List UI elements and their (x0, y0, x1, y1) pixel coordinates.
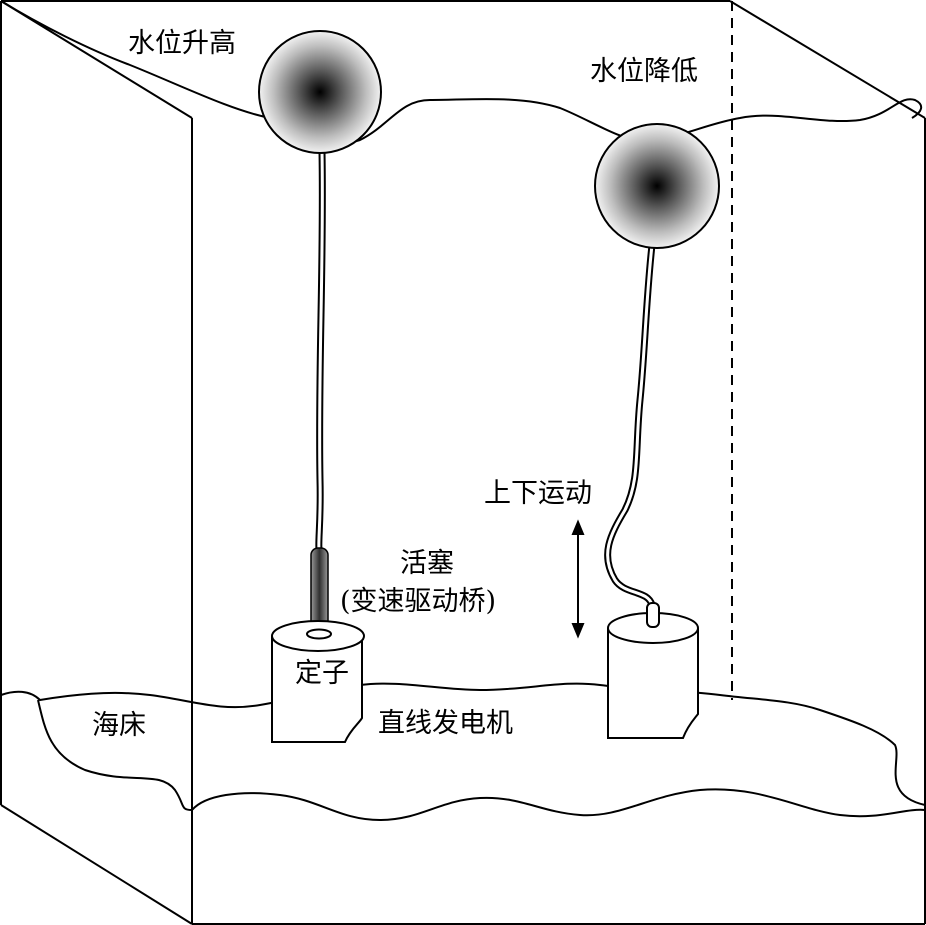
linear-generator-label: 直线发电机 (378, 708, 513, 739)
water-rise-label: 水位升高 (128, 28, 236, 59)
right-tether (604, 244, 656, 607)
right-piston-stub (646, 602, 660, 628)
stator-label: 定子 (295, 658, 349, 689)
water-surface-line (0, 0, 923, 145)
seabed-front-line (191, 788, 926, 822)
seabed-left-wave (37, 699, 193, 811)
seabed-label: 海床 (92, 710, 146, 741)
piston-label: 活塞 (400, 548, 454, 579)
left-stator-body (271, 636, 363, 743)
left-buoy-assembly (258, 30, 382, 743)
water-fall-label: 水位降低 (590, 56, 698, 87)
up-down-arrow-icon (571, 519, 585, 639)
right-buoy (594, 123, 720, 249)
right-buoy-assembly (594, 123, 720, 739)
left-piston-hole (306, 628, 332, 640)
seabed-top-line (0, 682, 926, 806)
up-down-motion-label: 上下运动 (484, 478, 592, 509)
piston-sub-label: (变速驱动桥) (340, 586, 497, 617)
left-buoy (258, 30, 382, 154)
right-stator-body (607, 628, 699, 739)
